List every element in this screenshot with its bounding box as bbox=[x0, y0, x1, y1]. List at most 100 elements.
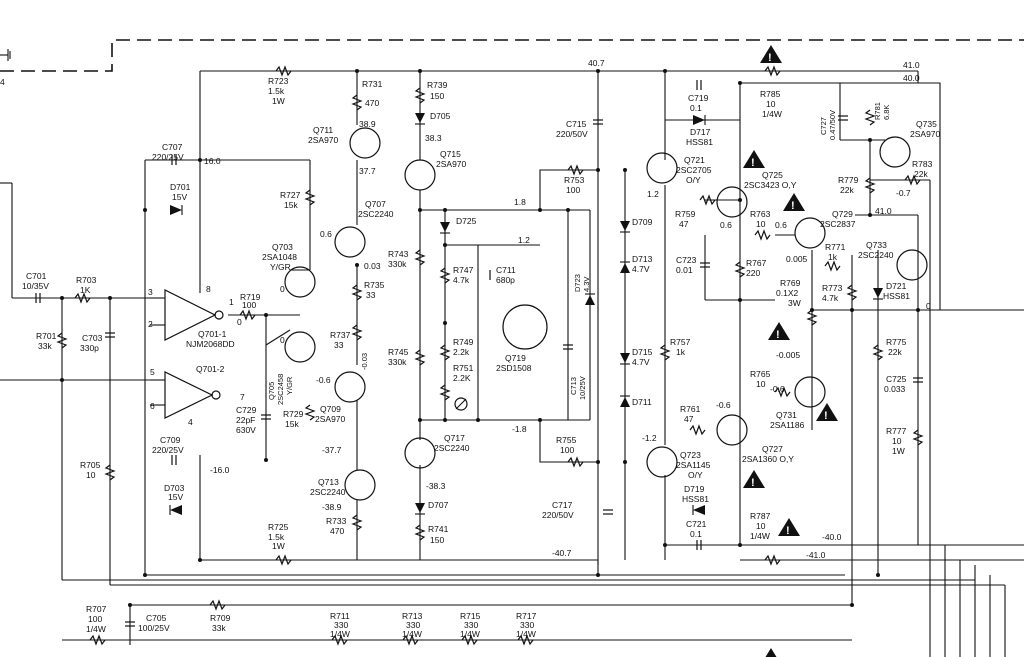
svg-text:R773: R773 bbox=[822, 283, 843, 293]
svg-text:150: 150 bbox=[430, 91, 444, 101]
svg-text:Q715: Q715 bbox=[440, 149, 461, 159]
svg-text:R713: R713 bbox=[402, 611, 423, 621]
svg-text:470: 470 bbox=[365, 98, 379, 108]
svg-text:5: 5 bbox=[150, 367, 155, 377]
svg-text:100: 100 bbox=[88, 614, 102, 624]
svg-text:1W: 1W bbox=[892, 446, 905, 456]
svg-text:2SC2458: 2SC2458 bbox=[276, 374, 285, 405]
opamp-q701-2 bbox=[150, 371, 221, 419]
svg-text:R779: R779 bbox=[838, 175, 859, 185]
svg-text:C703: C703 bbox=[82, 333, 103, 343]
svg-text:2SA1145: 2SA1145 bbox=[676, 460, 711, 470]
svg-text:4.7V: 4.7V bbox=[632, 357, 650, 367]
capacitors bbox=[35, 80, 923, 627]
svg-text:R711: R711 bbox=[330, 611, 350, 621]
svg-text:2SC2837: 2SC2837 bbox=[820, 219, 856, 229]
svg-text:15V: 15V bbox=[168, 492, 183, 502]
svg-text:-40.7: -40.7 bbox=[552, 548, 572, 558]
svg-text:4.7k: 4.7k bbox=[822, 293, 839, 303]
svg-text:100/25V: 100/25V bbox=[138, 623, 170, 633]
svg-text:-0.7: -0.7 bbox=[896, 188, 911, 198]
svg-text:R715: R715 bbox=[460, 611, 481, 621]
svg-text:-40.0: -40.0 bbox=[822, 532, 842, 542]
board-boundary bbox=[0, 39, 1024, 72]
svg-text:3W: 3W bbox=[788, 298, 801, 308]
svg-text:Y/GR: Y/GR bbox=[270, 262, 291, 272]
svg-text:R729: R729 bbox=[283, 409, 304, 419]
svg-text:10/35V: 10/35V bbox=[22, 281, 49, 291]
svg-text:Q713: Q713 bbox=[318, 477, 339, 487]
svg-text:0.1: 0.1 bbox=[690, 103, 702, 113]
svg-text:0: 0 bbox=[237, 317, 242, 327]
svg-text:C725: C725 bbox=[886, 374, 907, 384]
svg-text:2SC2240: 2SC2240 bbox=[310, 487, 346, 497]
svg-text:R701: R701 bbox=[36, 331, 57, 341]
svg-text:2SA1186: 2SA1186 bbox=[770, 420, 805, 430]
svg-text:R755: R755 bbox=[556, 435, 577, 445]
svg-text:2SA970: 2SA970 bbox=[308, 135, 339, 145]
svg-text:1/4W: 1/4W bbox=[86, 624, 106, 634]
svg-text:0.033: 0.033 bbox=[884, 384, 906, 394]
svg-text:Q735: Q735 bbox=[916, 119, 937, 129]
svg-text:0: 0 bbox=[280, 284, 285, 294]
svg-text:R767: R767 bbox=[746, 258, 767, 268]
svg-text:22k: 22k bbox=[914, 169, 928, 179]
svg-text:Q703: Q703 bbox=[272, 242, 293, 252]
svg-text:220/25V: 220/25V bbox=[152, 152, 184, 162]
svg-text:41.0: 41.0 bbox=[903, 60, 920, 70]
svg-text:-16.0: -16.0 bbox=[210, 465, 230, 475]
svg-text:0.1: 0.1 bbox=[690, 529, 702, 539]
svg-text:2SA970: 2SA970 bbox=[315, 414, 346, 424]
svg-text:D713: D713 bbox=[632, 254, 653, 264]
svg-text:Q717: Q717 bbox=[444, 433, 465, 443]
svg-text:C707: C707 bbox=[162, 142, 183, 152]
svg-text:D701: D701 bbox=[170, 182, 191, 192]
svg-text:!: ! bbox=[751, 157, 755, 169]
svg-text:R753: R753 bbox=[564, 175, 585, 185]
svg-text:6.8K: 6.8K bbox=[882, 105, 891, 120]
svg-text:2SC2240: 2SC2240 bbox=[358, 209, 394, 219]
warning-icon bbox=[743, 150, 765, 168]
svg-text:D707: D707 bbox=[428, 500, 449, 510]
svg-text:-0.03: -0.03 bbox=[360, 353, 369, 370]
svg-text:C719: C719 bbox=[688, 93, 709, 103]
warning-icon bbox=[743, 470, 765, 488]
svg-text:680p: 680p bbox=[496, 275, 515, 285]
svg-text:C723: C723 bbox=[676, 255, 697, 265]
svg-text:330: 330 bbox=[406, 620, 420, 630]
warning-icon bbox=[778, 518, 800, 536]
svg-text:R769: R769 bbox=[780, 278, 801, 288]
svg-text:-41.0: -41.0 bbox=[806, 550, 826, 560]
svg-text:D717: D717 bbox=[690, 127, 711, 137]
svg-text:1.2: 1.2 bbox=[518, 235, 530, 245]
warning-icon bbox=[768, 322, 790, 340]
svg-text:R733: R733 bbox=[326, 516, 347, 526]
svg-text:330: 330 bbox=[464, 620, 478, 630]
svg-text:R757: R757 bbox=[670, 337, 691, 347]
svg-text:Q701-1: Q701-1 bbox=[198, 329, 227, 339]
svg-text:R763: R763 bbox=[750, 209, 771, 219]
svg-text:Q723: Q723 bbox=[680, 450, 701, 460]
svg-text:1/4W: 1/4W bbox=[516, 629, 536, 639]
svg-text:0.005: 0.005 bbox=[786, 254, 808, 264]
svg-text:D715: D715 bbox=[632, 347, 653, 357]
svg-text:R737: R737 bbox=[330, 330, 351, 340]
svg-text:R739: R739 bbox=[427, 80, 448, 90]
svg-text:C705: C705 bbox=[146, 613, 167, 623]
svg-text:R751: R751 bbox=[453, 363, 474, 373]
svg-text:4.7V: 4.7V bbox=[632, 264, 650, 274]
svg-text:-1.2: -1.2 bbox=[642, 433, 657, 443]
svg-text:2.2k: 2.2k bbox=[453, 347, 470, 357]
svg-text:R765: R765 bbox=[750, 369, 771, 379]
svg-text:7: 7 bbox=[240, 392, 245, 402]
svg-text:C711: C711 bbox=[496, 265, 516, 275]
svg-text:330p: 330p bbox=[80, 343, 99, 353]
svg-text:R749: R749 bbox=[453, 337, 474, 347]
svg-text:10: 10 bbox=[756, 379, 766, 389]
svg-text:R747: R747 bbox=[453, 265, 474, 275]
svg-text:Q701-2: Q701-2 bbox=[196, 364, 225, 374]
svg-text:100: 100 bbox=[566, 185, 580, 195]
svg-text:220/50V: 220/50V bbox=[556, 129, 588, 139]
svg-text:R759: R759 bbox=[675, 209, 696, 219]
